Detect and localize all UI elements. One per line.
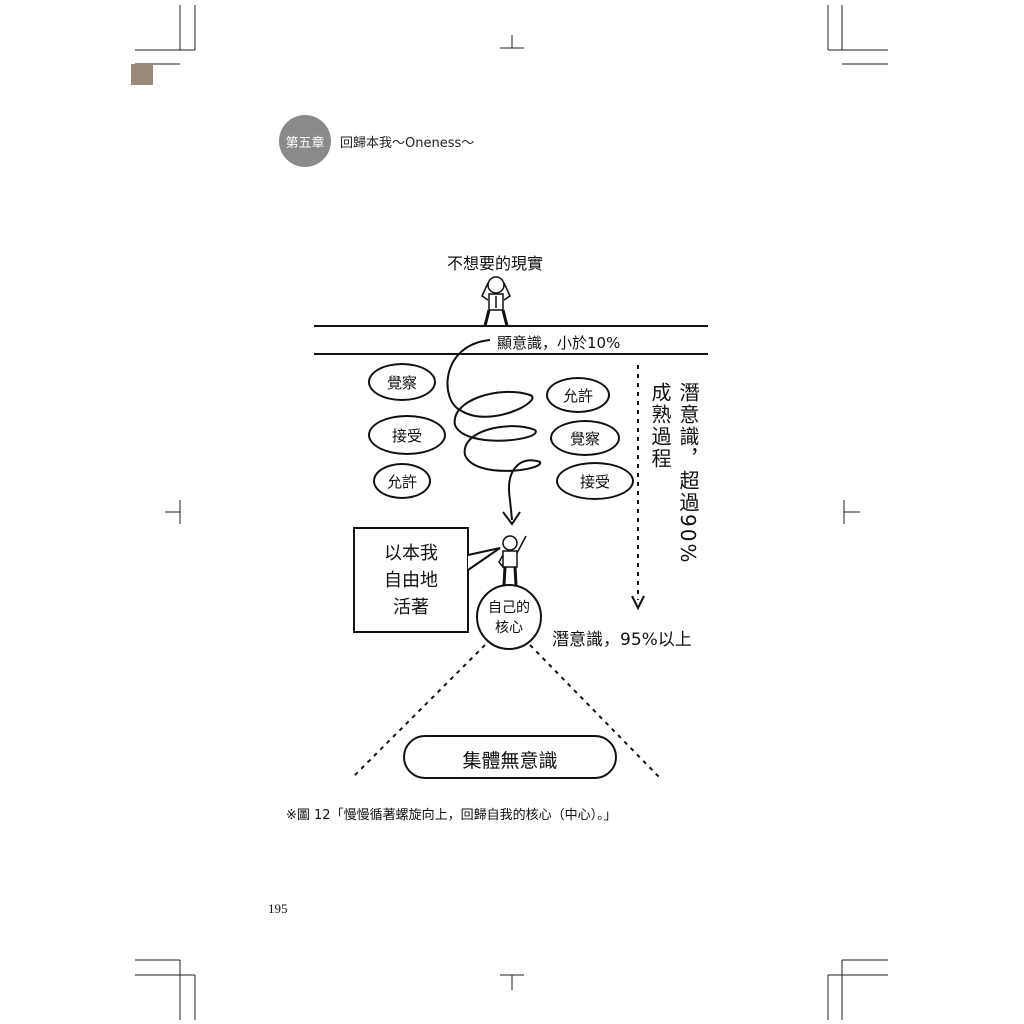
spiral-path bbox=[446, 339, 542, 521]
deep-subconscious-label: 潛意識，95%以上 bbox=[552, 630, 692, 650]
collective-unconscious-label: 集體無意識 bbox=[462, 750, 558, 772]
bubble-acceptance-left: 接受 bbox=[368, 415, 446, 455]
speech-line: 以本我 bbox=[384, 543, 438, 564]
conscious-label: 顯意識，小於10% bbox=[494, 332, 624, 353]
collective-box bbox=[403, 735, 617, 779]
chapter-badge: 第五章 bbox=[279, 115, 331, 167]
bubble-awareness-left: 覺察 bbox=[368, 363, 436, 401]
bubble-acceptance-right: 接受 bbox=[556, 462, 634, 500]
core-label: 自己的 核心 bbox=[477, 598, 541, 638]
bubble-allowance-left: 允許 bbox=[373, 463, 431, 499]
corner-color-swatch bbox=[131, 64, 153, 85]
core-label-line: 自己的 bbox=[488, 600, 530, 616]
speech-tail bbox=[467, 547, 501, 571]
dashed-arrowhead bbox=[631, 595, 645, 611]
maturing-vertical-label: 成熟過程 bbox=[648, 382, 672, 470]
stressed-person-icon bbox=[481, 276, 511, 327]
unwanted-reality-label: 不想要的現實 bbox=[447, 254, 544, 273]
left-dashed-slope bbox=[351, 644, 486, 779]
subconscious-vertical-label: 潛意識，超過90% bbox=[676, 382, 700, 565]
page-number: 195 bbox=[268, 901, 288, 916]
speech-line: 活著 bbox=[393, 597, 429, 618]
speech-box bbox=[353, 527, 469, 633]
bubble-awareness-right: 覺察 bbox=[550, 420, 620, 456]
figure-caption: ※圖 12「慢慢循著螺旋向上，回歸自我的核心（中心）。」 bbox=[286, 808, 617, 823]
core-circle bbox=[476, 584, 542, 650]
speech-line: 自由地 bbox=[384, 570, 438, 591]
right-dashed-slope bbox=[529, 644, 661, 779]
chapter-title: 回歸本我〜Oneness〜 bbox=[340, 136, 475, 151]
speech-text: 以本我 自由地 活著 bbox=[354, 540, 468, 621]
happy-person-icon bbox=[498, 535, 527, 586]
bubble-allowance-right: 允許 bbox=[546, 377, 610, 413]
core-label-line: 核心 bbox=[495, 620, 523, 636]
spiral-arrowhead bbox=[502, 511, 521, 526]
